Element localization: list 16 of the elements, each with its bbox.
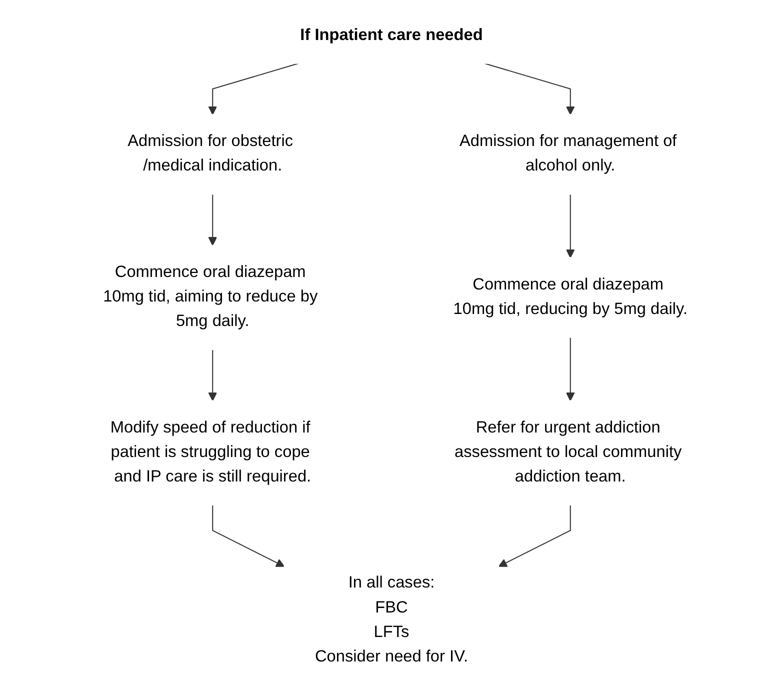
arrow [566, 337, 575, 402]
arrow [208, 350, 218, 402]
node-text: Commence oral diazepam 10mg tid, aiming to reduce by 5mg daily. [103, 264, 318, 330]
arrow [498, 504, 571, 567]
node-text: Commence oral diazepam 10mg tid, reducing by 5mg daily. [453, 276, 688, 318]
node-text: Refer for urgent addiction assessment to local community addiction team. [454, 419, 682, 486]
node-text: If Inpatient care needed [300, 26, 483, 44]
node-text: Admission for obstetric /medical indication. [128, 132, 294, 175]
node-text: Modify speed of reduction if patient is struggling to cope and IP care is still required. [110, 419, 312, 486]
arrow [212, 504, 285, 567]
arrow [484, 62, 575, 115]
arrow [566, 194, 575, 258]
arrow [208, 62, 299, 115]
arrow [208, 194, 218, 246]
node-text: In all cases: FBC LFTs Consider need for IV. [314, 574, 468, 666]
node-text: Admission for management of alcohol only. [459, 132, 677, 175]
